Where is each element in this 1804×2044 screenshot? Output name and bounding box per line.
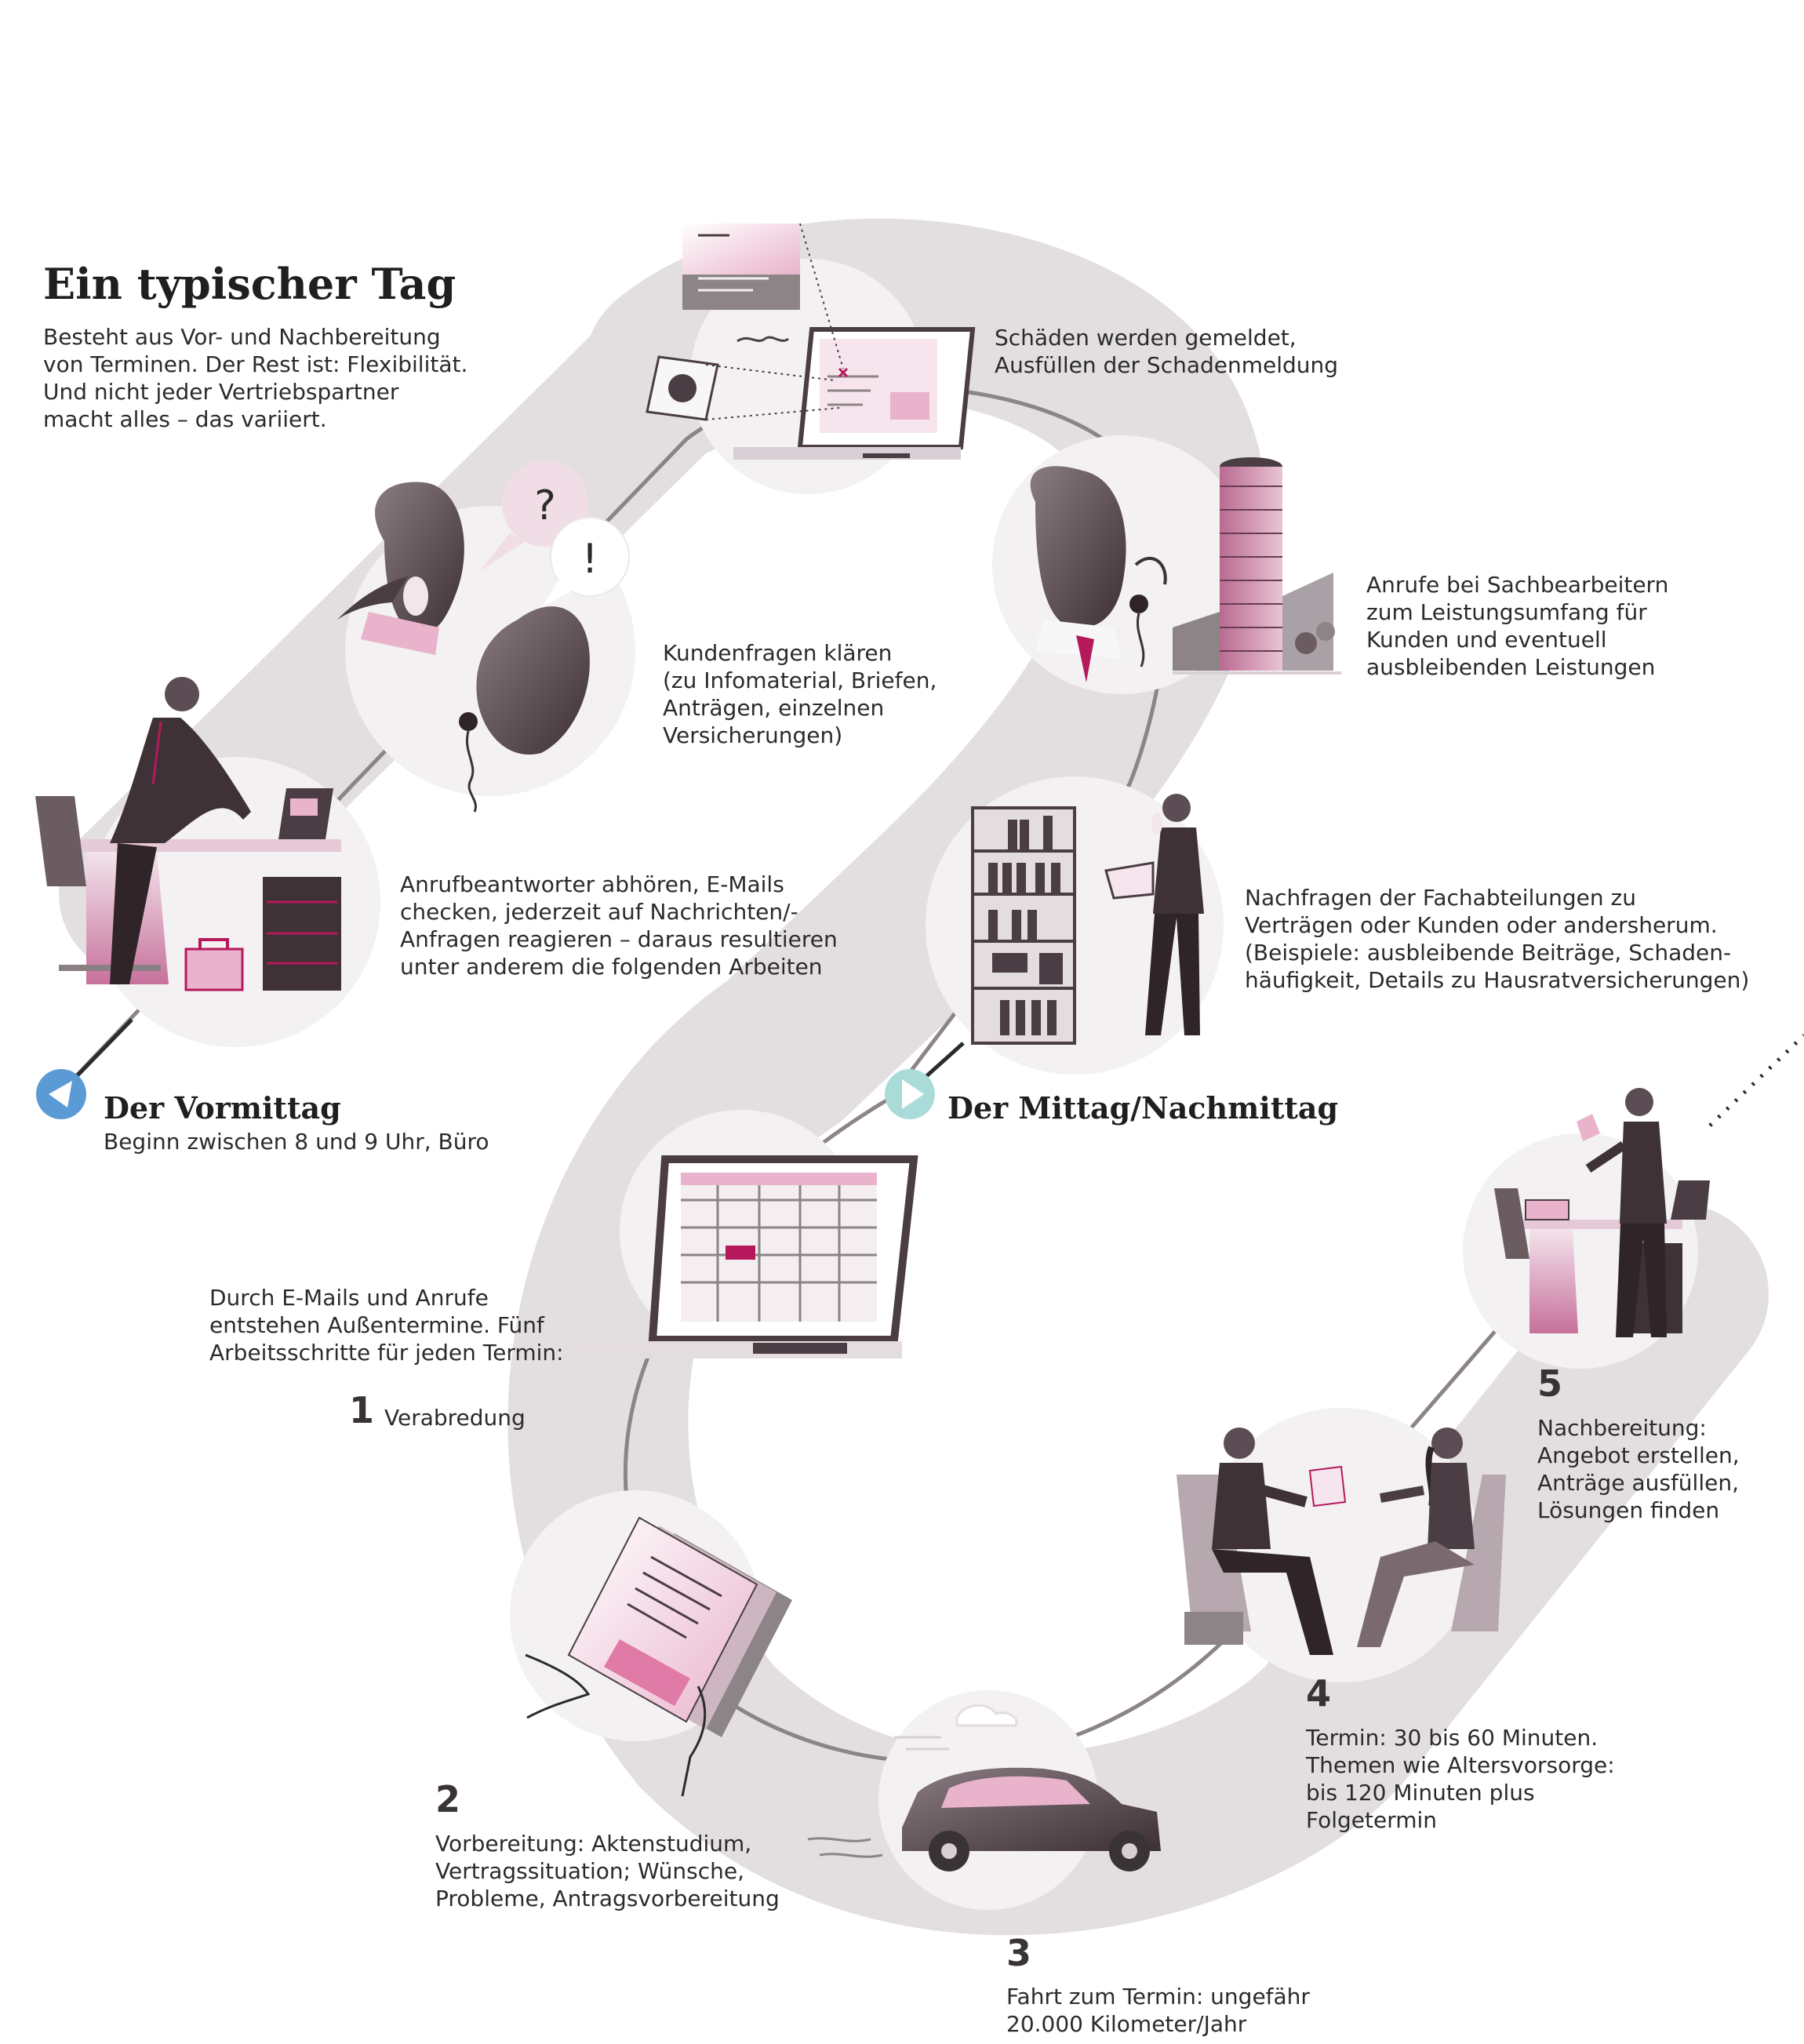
timeline-morning-stem: [73, 1018, 133, 1080]
documents-illustration: [510, 1490, 792, 1797]
meeting-illustration: [1177, 1408, 1506, 1682]
morning-marker-icon: [36, 1069, 86, 1119]
step-3-number: 3: [1006, 1932, 1032, 1974]
morning-section-subtitle: Beginn zwischen 8 und 9 Uhr, Büro: [104, 1129, 489, 1155]
exclamation-mark: !: [582, 536, 598, 583]
step-1-number: 1: [349, 1389, 375, 1431]
step-4-number: 4: [1306, 1672, 1332, 1715]
timeline-dotted-end: [1708, 1034, 1804, 1127]
archive-illustration: [926, 777, 1224, 1075]
step-2-number: 2: [435, 1778, 461, 1820]
afternoon-section-title: Der Mittag/Nachmittag: [947, 1090, 1339, 1126]
caption-schaeden: Schäden werden gemeldet,Ausfüllen der Sc…: [995, 325, 1339, 378]
step-4-text: Termin: 30 bis 60 Minuten.Themen wie Alt…: [1306, 1725, 1615, 1833]
follow-up-office-illustration: [1463, 1088, 1710, 1369]
step-5-number: 5: [1537, 1362, 1563, 1405]
morning-section-title: Der Vormittag: [104, 1090, 341, 1126]
step-1-text: Verabredung: [384, 1405, 526, 1431]
page-title: Ein typischer Tag: [43, 259, 456, 309]
step-2-text: Vorbereitung: Aktenstudium,Vertragssitua…: [435, 1831, 780, 1911]
step-5-text: Nachbereitung:Angebot erstellen, Anträge…: [1537, 1415, 1740, 1523]
caption-kundenfragen: Kundenfragen klären(zu Infomaterial, Bri…: [663, 640, 937, 748]
question-mark: ?: [534, 482, 556, 529]
calendar-laptop-illustration: [565, 1110, 918, 1358]
office-desk-illustration: [35, 677, 380, 1047]
afternoon-marker-icon: [885, 1069, 935, 1119]
exclamation-bubble: !: [541, 517, 630, 608]
car-illustration: [807, 1690, 1161, 1910]
claim-report-illustration: [646, 223, 976, 494]
caseworker-call-illustration: [992, 435, 1341, 694]
